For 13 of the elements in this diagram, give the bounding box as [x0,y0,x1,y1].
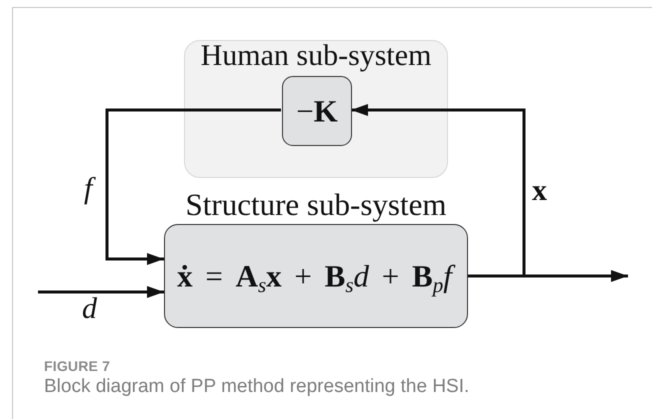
edge-label: d [82,294,97,324]
figure-label: FIGURE 7 [44,359,110,373]
arrow [351,104,526,278]
gain-block [282,76,352,146]
block-label: −K [296,96,338,126]
block-title: Structure sub-system [186,189,446,220]
group-title: Human sub-system [200,41,432,71]
arrow [106,108,281,266]
edge-label: x [532,176,547,206]
subsystem-panel [184,40,448,178]
arrow [38,286,164,298]
equation-text: ẋ = A$_{s}$x + B$_{s}$d + B$_{p}$f [175,254,457,298]
figure-caption: Block diagram of PP method representing the HSI. [44,377,470,396]
